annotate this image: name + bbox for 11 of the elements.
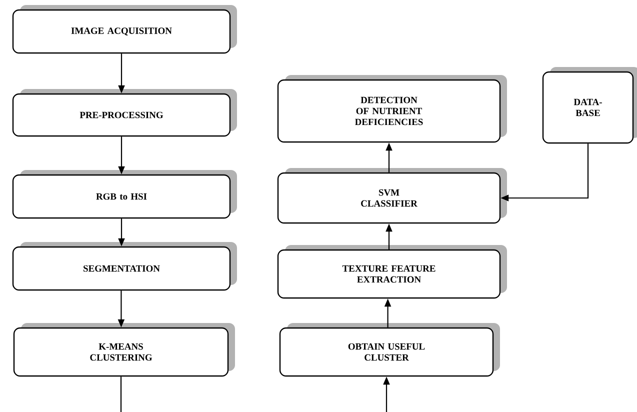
process-box: IMAGE ACQUISITION xyxy=(12,5,237,54)
process-box: SEGMENTATION xyxy=(12,242,237,291)
process-box: DETECTION OF NUTRIENT DEFICIENCIES xyxy=(277,75,507,143)
process-box: OBTAIN USEFUL CLUSTER xyxy=(279,323,500,377)
process-box: SVM CLASSIFIER xyxy=(277,168,507,224)
process-box: TEXTURE FEATURE EXTRACTION xyxy=(277,245,507,299)
arrow xyxy=(120,376,390,412)
process-box: K-MEANS CLUSTERING xyxy=(13,323,235,377)
process-box: PRE-PROCESSING xyxy=(12,89,237,137)
process-box: RGB to HSI xyxy=(12,170,237,219)
process-box: DATA-BASE xyxy=(542,67,637,144)
